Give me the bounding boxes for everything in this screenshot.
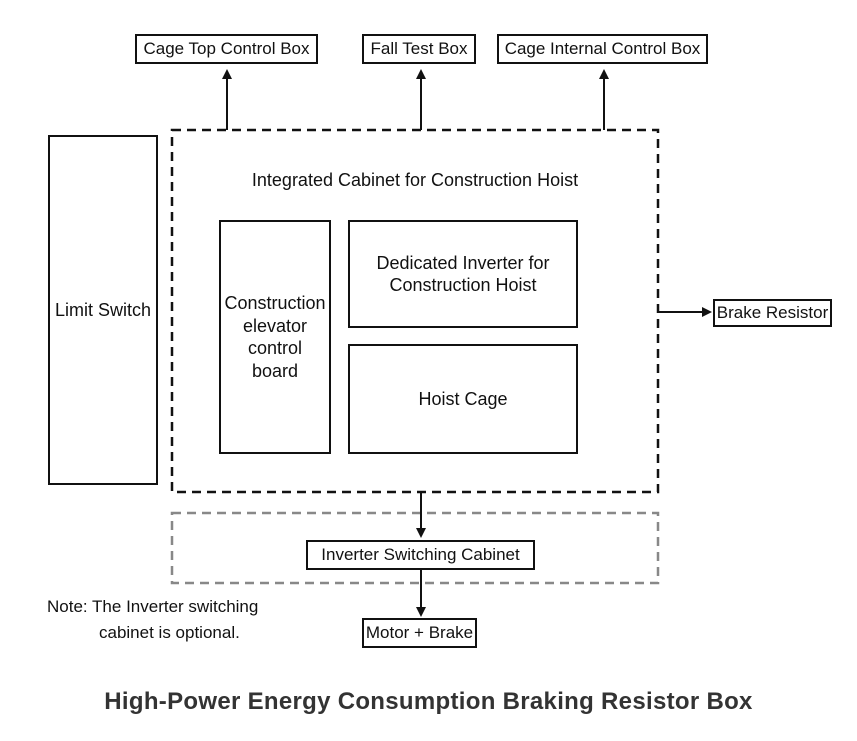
limit-switch-box: Limit Switch [48, 135, 158, 485]
motor-brake-box: Motor + Brake [362, 618, 477, 648]
cage-internal-control-box: Cage Internal Control Box [497, 34, 708, 64]
dedicated-inverter-box: Dedicated Inverter for Construction Hois… [348, 220, 578, 328]
note-line-2: cabinet is optional. [99, 622, 240, 642]
cage-top-control-box: Cage Top Control Box [135, 34, 318, 64]
brake-resistor-box: Brake Resistor [713, 299, 832, 327]
optional-region-border [170, 511, 660, 585]
note-line-1: Note: The Inverter switching [47, 597, 259, 616]
optional-note: Note: The Inverter switching cabinet is … [47, 594, 287, 645]
diagram-caption: High-Power Energy Consumption Braking Re… [104, 688, 753, 715]
inverter-switching-cabinet-box: Inverter Switching Cabinet [306, 540, 535, 570]
hoist-cage-box: Hoist Cage [348, 344, 578, 454]
cabinet-title: Integrated Cabinet for Construction Hois… [251, 170, 579, 190]
control-board-box: Construction elevator control board [219, 220, 331, 454]
fall-test-box: Fall Test Box [362, 34, 476, 64]
